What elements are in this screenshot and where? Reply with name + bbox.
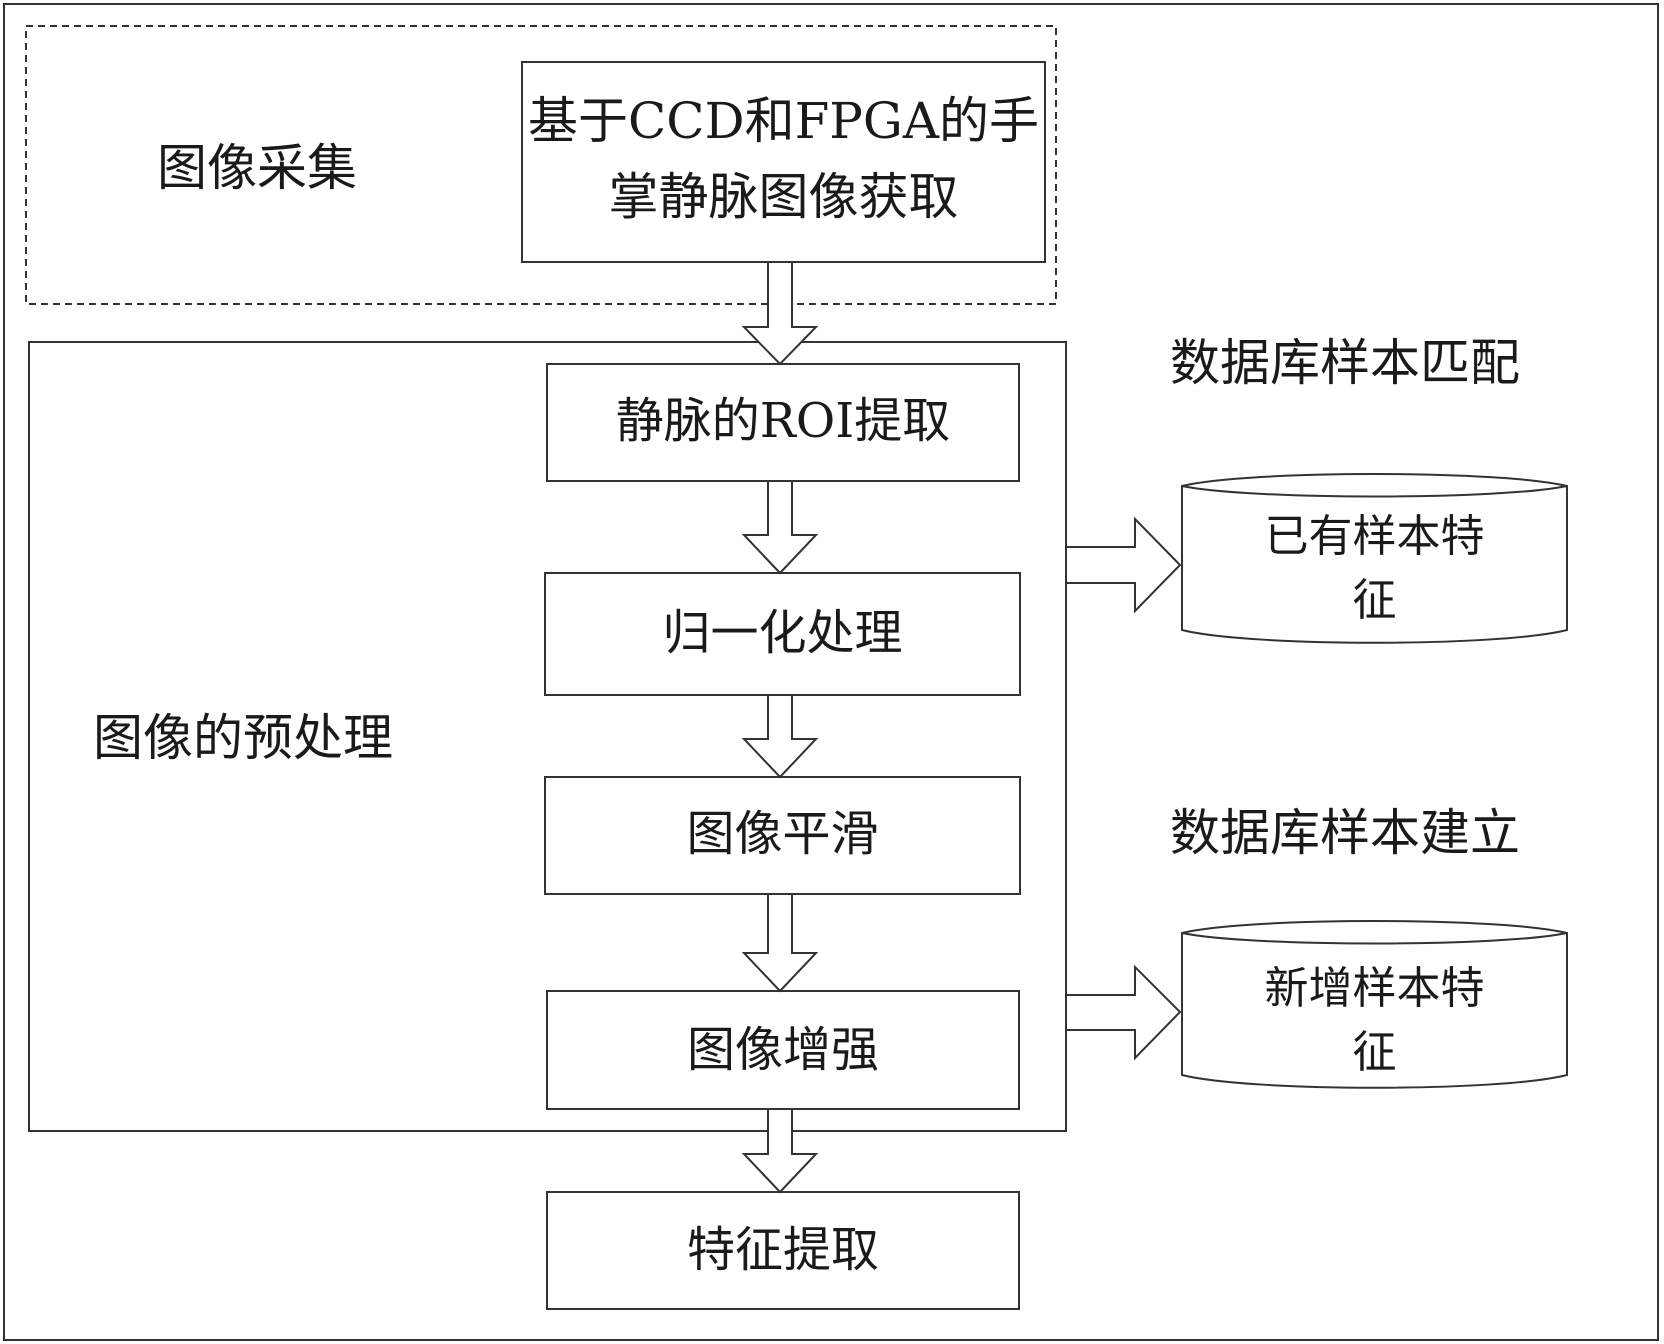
roi-step-label: 静脉的ROI提取: [547, 397, 1019, 445]
enhance-step-label: 图像增强: [547, 1026, 1019, 1074]
matching-database-label-line1: 已有样本特: [1182, 505, 1567, 569]
smooth-step-label: 图像平滑: [545, 810, 1020, 858]
capture-step-label-line1: 基于CCD和FPGA的手: [522, 96, 1045, 146]
building-database-label-line2: 征: [1182, 1021, 1567, 1085]
building-database-heading: 数据库样本建立: [1170, 808, 1520, 858]
features-step-label: 特征提取: [547, 1226, 1019, 1274]
arrow-down-icon: [744, 695, 816, 777]
arrow-down-icon: [744, 481, 816, 573]
matching-database-label: 已有样本特 征: [1182, 505, 1567, 633]
arrow-down-icon: [744, 894, 816, 991]
building-database-label-line1: 新增样本特: [1182, 957, 1567, 1021]
preprocessing-group-label: 图像的预处理: [93, 713, 393, 763]
normalize-step-label: 归一化处理: [545, 609, 1020, 657]
matching-database-label-line2: 征: [1182, 569, 1567, 633]
building-database-label: 新增样本特 征: [1182, 957, 1567, 1085]
arrow-right-icon: [1066, 519, 1180, 611]
arrow-down-icon: [744, 262, 816, 364]
matching-database-heading: 数据库样本匹配: [1170, 338, 1520, 388]
arrow-down-icon: [744, 1109, 816, 1192]
acquisition-group-label: 图像采集: [157, 143, 357, 193]
capture-step-label-line2: 掌静脉图像获取: [522, 172, 1045, 222]
arrow-right-icon: [1066, 967, 1180, 1058]
